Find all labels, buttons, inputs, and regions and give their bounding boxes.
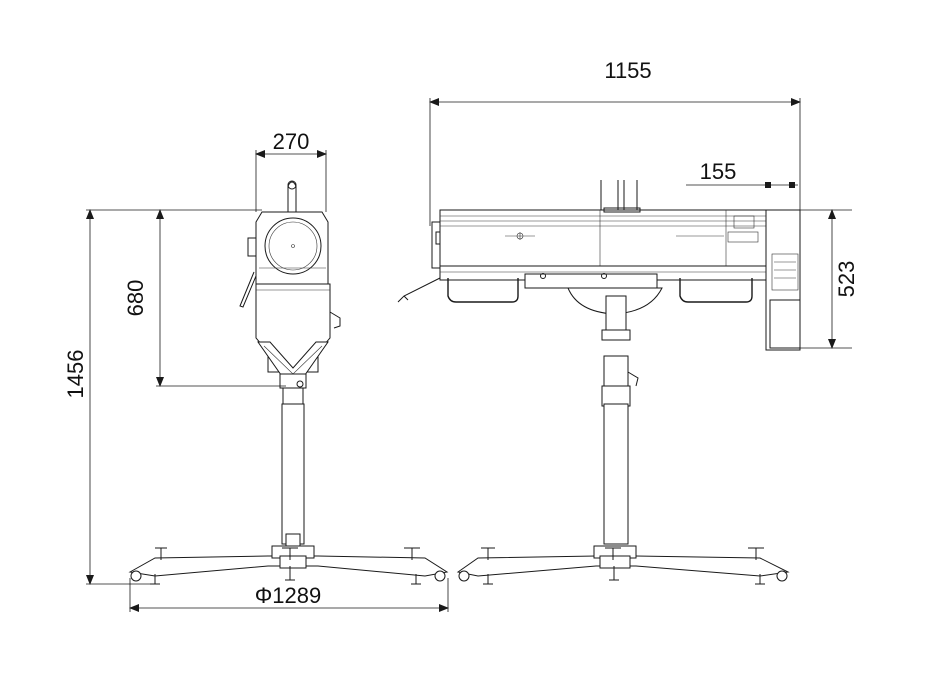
front-lens bbox=[264, 217, 322, 275]
front-pole-upper bbox=[281, 403, 305, 545]
dim-head-height: 523 bbox=[834, 261, 859, 298]
dim-base-diameter: Φ1289 bbox=[255, 583, 322, 608]
side-lamp-body bbox=[439, 209, 767, 271]
side-pole-lower bbox=[603, 403, 629, 545]
front-base-knobs bbox=[130, 547, 446, 585]
side-view bbox=[397, 180, 801, 585]
dim-body-width: 270 bbox=[273, 129, 310, 154]
dimension-lines bbox=[86, 98, 852, 612]
front-view bbox=[128, 180, 449, 585]
dim-overall-height: 1456 bbox=[63, 350, 88, 399]
dim-body-height: 680 bbox=[123, 280, 148, 317]
side-pole-upper bbox=[601, 385, 631, 407]
side-base-knobs bbox=[458, 547, 788, 585]
dim-rear-offset: 155 bbox=[700, 159, 737, 184]
dim-overall-length: 1155 bbox=[604, 58, 651, 83]
